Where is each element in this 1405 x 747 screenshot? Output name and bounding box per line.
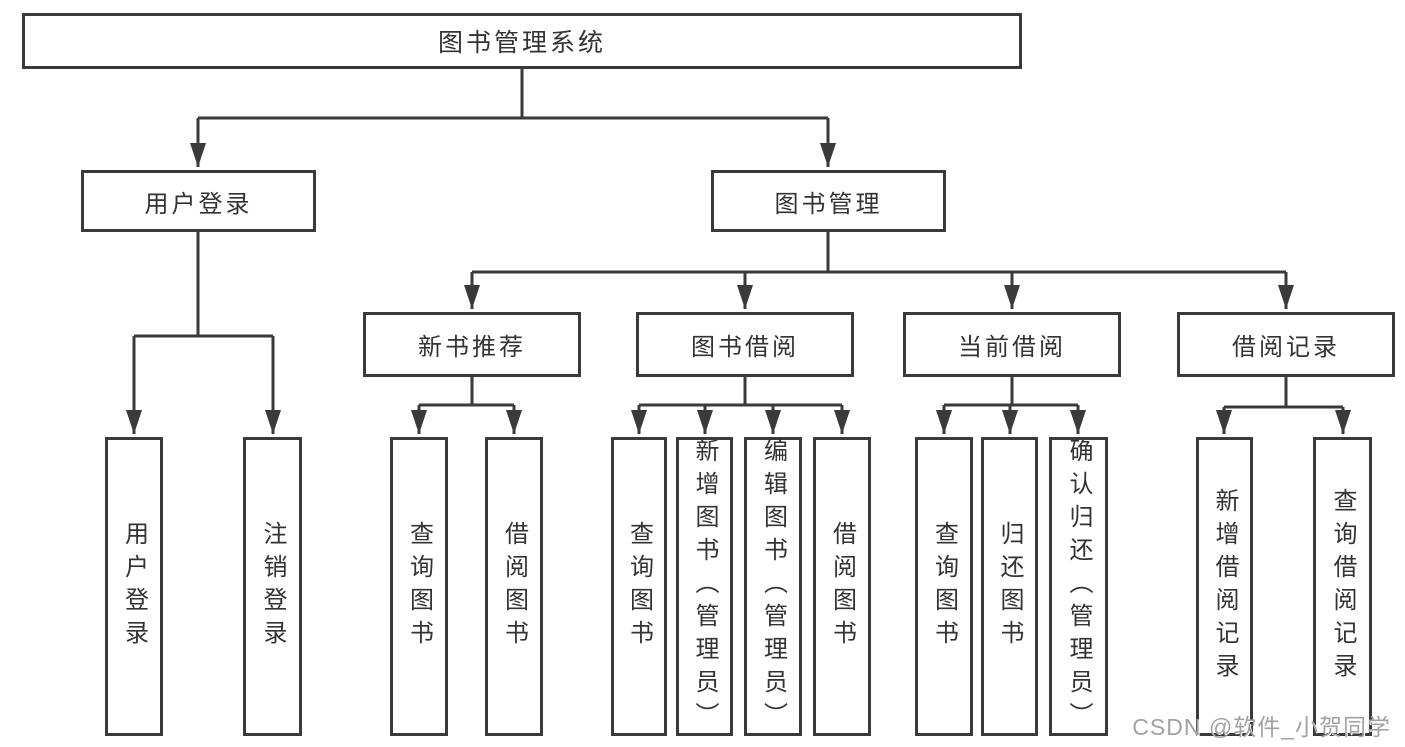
node-new-book-recommend: 新书推荐: [363, 312, 581, 377]
node-user-login-label: 用户登录: [144, 190, 253, 218]
node-recommend-query-book: 查询图书: [390, 437, 448, 736]
node-book-management: 图书管理: [711, 170, 946, 232]
connectors-current-borrow-children: [936, 377, 1086, 434]
node-user-login: 用户登录: [81, 170, 316, 232]
node-root: 图书管理系统: [22, 13, 1022, 69]
node-current-return-book-label: 归还图书: [996, 520, 1023, 653]
node-current-query-book-label: 查询图书: [930, 520, 958, 653]
connectors-user-login-children: [126, 232, 281, 434]
node-current-borrow: 当前借阅: [903, 312, 1121, 377]
node-new-book-recommend-label: 新书推荐: [418, 334, 526, 361]
node-login-user-login: 用户登录: [105, 437, 163, 736]
node-recommend-borrow-book: 借阅图书: [485, 437, 543, 736]
node-borrow-edit-book-admin: 编辑图书（管理员）: [744, 437, 802, 736]
node-login-logout: 注销登录: [243, 437, 302, 736]
node-current-confirm-return-admin-label: 确认归还（管理员）: [1065, 438, 1092, 735]
node-book-borrow-label: 图书借阅: [691, 334, 799, 361]
node-root-label: 图书管理系统: [437, 29, 606, 57]
node-current-confirm-return-admin: 确认归还（管理员）: [1049, 437, 1108, 736]
node-records-add-record: 新增借阅记录: [1196, 437, 1253, 736]
node-records-add-record-label: 新增借阅记录: [1211, 487, 1238, 686]
node-recommend-query-book-label: 查询图书: [405, 520, 433, 653]
csdn-watermark: CSDN @软件_小贺同学: [1132, 714, 1391, 740]
node-borrow-borrow-book-label: 借阅图书: [828, 520, 856, 653]
node-login-user-login-label: 用户登录: [120, 520, 148, 653]
node-login-logout-label: 注销登录: [259, 520, 286, 653]
node-current-borrow-label: 当前借阅: [958, 334, 1066, 361]
node-borrow-records: 借阅记录: [1177, 312, 1395, 377]
node-borrow-borrow-book: 借阅图书: [813, 437, 871, 736]
node-current-return-book: 归还图书: [981, 437, 1038, 736]
node-borrow-query-book-label: 查询图书: [625, 520, 653, 653]
node-borrow-add-book-admin: 新增图书（管理员）: [676, 437, 733, 736]
node-records-query-record: 查询借阅记录: [1313, 437, 1372, 736]
node-borrow-add-book-admin-label: 新增图书（管理员）: [691, 438, 718, 735]
node-borrow-records-label: 借阅记录: [1232, 334, 1340, 361]
node-book-borrow: 图书借阅: [636, 312, 854, 377]
connectors-new-book-recommend-children: [411, 377, 522, 434]
node-current-query-book: 查询图书: [915, 437, 973, 736]
connectors-borrow-records-children: [1216, 377, 1351, 434]
node-borrow-edit-book-admin-label: 编辑图书（管理员）: [759, 438, 787, 735]
connectors-root-to-level2: [190, 69, 836, 167]
connectors-book-borrow-children: [631, 377, 850, 434]
node-book-management-label: 图书管理: [774, 190, 883, 218]
node-records-query-record-label: 查询借阅记录: [1329, 487, 1356, 686]
node-recommend-borrow-book-label: 借阅图书: [500, 520, 528, 653]
connectors-book-management-children: [464, 232, 1294, 309]
node-borrow-query-book: 查询图书: [611, 437, 667, 736]
